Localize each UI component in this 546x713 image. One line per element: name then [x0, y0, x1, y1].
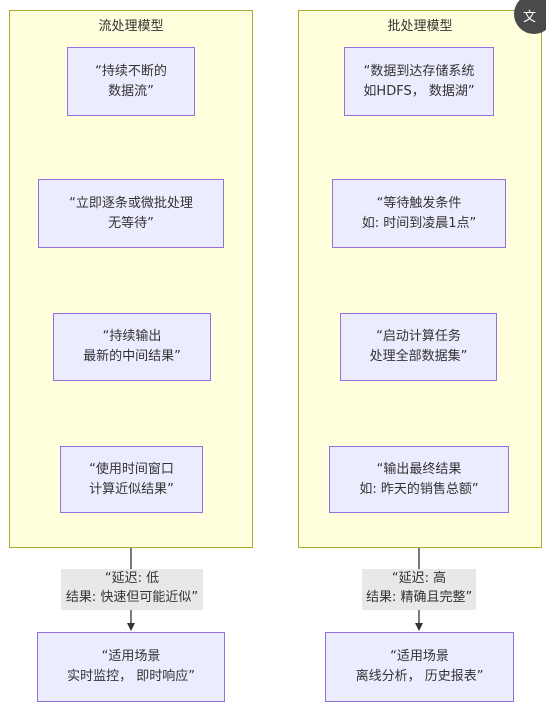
stream-node-immediate-processing[interactable]: “立即逐条或微批处理 无等待” [38, 179, 224, 248]
stream-scenario-node[interactable]: “适用场景 实时监控， 即时响应” [37, 632, 225, 702]
node-line: 处理全部数据集” [369, 349, 468, 364]
stream-node-continuous-output[interactable]: “持续输出 最新的中间结果” [53, 313, 211, 381]
node-line: 数据流” [108, 83, 154, 99]
stream-model-title: 流处理模型 [98, 19, 164, 34]
node-line: 如: 昨天的销售总额” [359, 481, 479, 497]
node-line: 最新的中间结果” [83, 349, 181, 364]
node-line: “持续输出 [102, 329, 162, 344]
stream-node-data-flow[interactable]: “持续不断的 数据流” [67, 47, 195, 116]
label-line: 结果: 精确且完整” [366, 590, 473, 605]
node-line: 离线分析， 历史报表” [355, 669, 484, 684]
batch-model-title: 批处理模型 [387, 19, 453, 34]
batch-latency-label: “延迟: 高 结果: 精确且完整” [362, 569, 476, 610]
node-line: 计算近似结果” [89, 481, 174, 497]
node-line: “使用时间窗口 [89, 461, 174, 477]
batch-node-data-arrival[interactable]: “数据到达存储系统 如HDFS， 数据湖” [344, 47, 494, 116]
translate-icon[interactable]: 文 [514, 0, 546, 34]
node-line: 实时监控， 即时响应” [67, 669, 195, 684]
batch-node-final-output[interactable]: “输出最终结果 如: 昨天的销售总额” [329, 446, 509, 513]
label-line: 结果: 快速但可能近似” [65, 590, 199, 605]
batch-node-wait-trigger[interactable]: “等待触发条件 如: 时间到凌晨1点” [332, 179, 506, 248]
node-line: “立即逐条或微批处理 [69, 195, 193, 211]
stream-latency-label: “延迟: 低 结果: 快速但可能近似” [61, 569, 203, 610]
translate-glyph: 文 [523, 10, 537, 25]
label-line: “延迟: 低 [104, 571, 160, 586]
node-line: “输出最终结果 [376, 461, 462, 477]
node-line: “持续不断的 [95, 63, 167, 79]
batch-scenario-node[interactable]: “适用场景 离线分析， 历史报表” [325, 632, 514, 702]
node-line: “启动计算任务 [376, 329, 461, 344]
label-line: “延迟: 高 [391, 571, 447, 586]
node-line: “适用场景 [390, 649, 449, 664]
node-line: “等待触发条件 [376, 195, 462, 211]
batch-node-start-job[interactable]: “启动计算任务 处理全部数据集” [340, 313, 497, 381]
node-line: 如: 时间到凌晨1点” [361, 215, 477, 231]
node-line: “数据到达存储系统 [363, 63, 475, 79]
node-line: 如HDFS， 数据湖” [363, 83, 475, 99]
node-line: 无等待” [108, 215, 154, 231]
node-line: “适用场景 [101, 649, 161, 664]
stream-node-time-window[interactable]: “使用时间窗口 计算近似结果” [60, 446, 203, 513]
